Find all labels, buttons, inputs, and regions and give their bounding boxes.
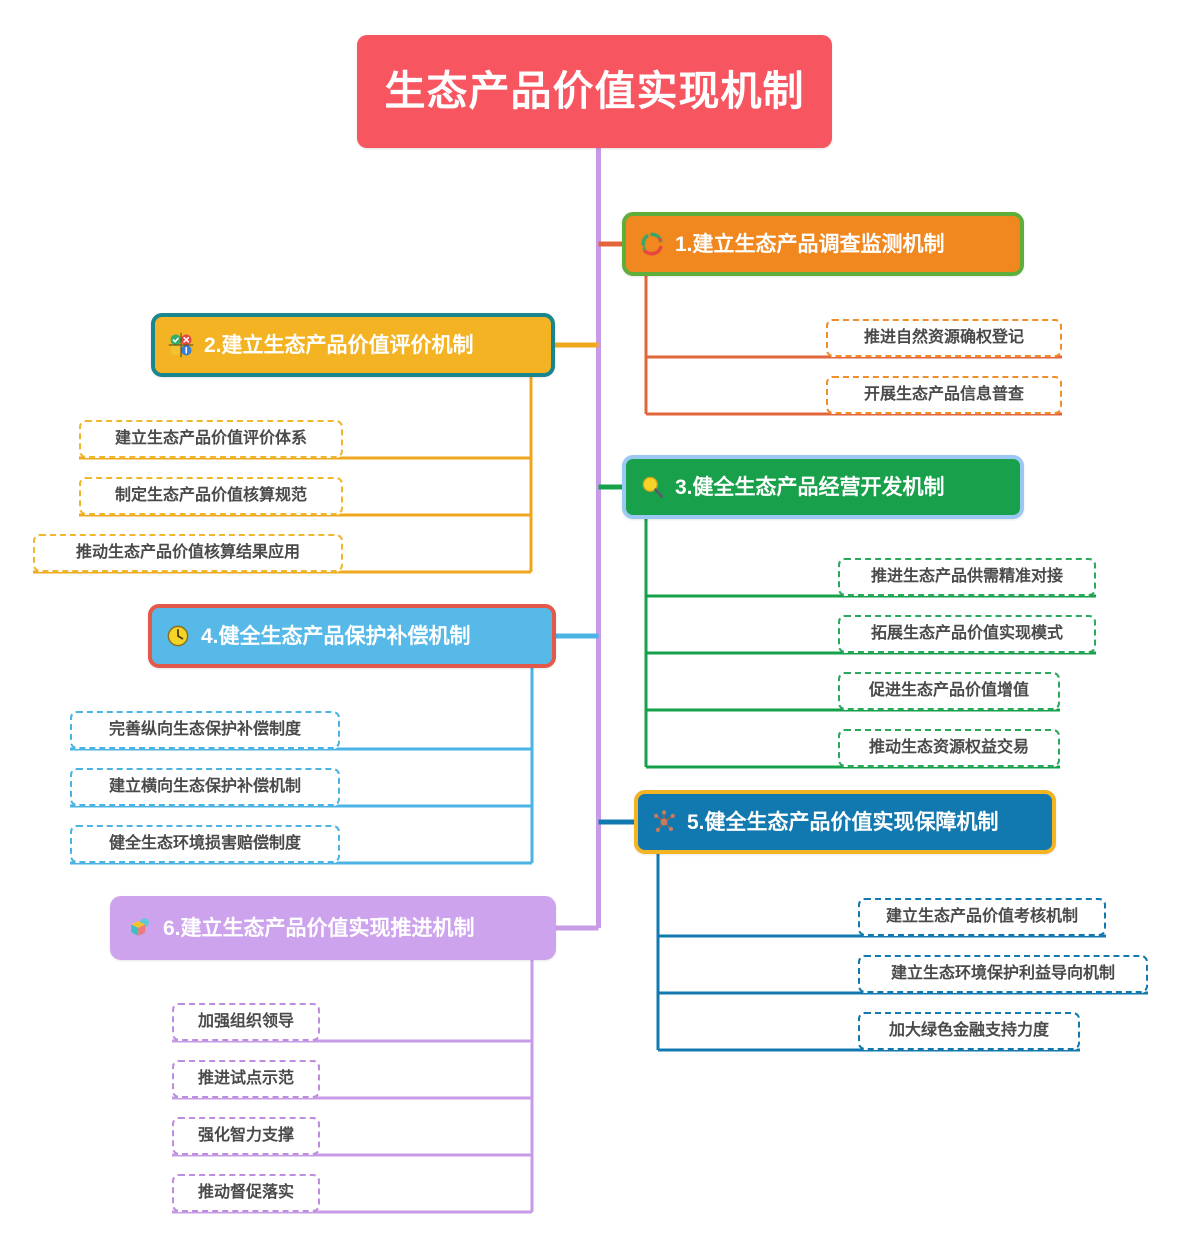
leaf-node-6-3[interactable]: 强化智力支撑: [172, 1117, 320, 1155]
leaf-label: 推动生态产品价值核算结果应用: [75, 544, 300, 561]
leaf-label: 建立生态产品价值考核机制: [885, 908, 1078, 925]
leaf-node-6-2[interactable]: 推进试点示范: [172, 1060, 320, 1098]
branch-node-4[interactable]: 4.健全生态产品保护补偿机制: [148, 604, 556, 668]
leaf-label: 建立生态环境保护利益导向机制: [890, 965, 1115, 982]
leaf-label: 推动生态资源权益交易: [868, 739, 1029, 756]
magnifier-icon: [642, 476, 663, 498]
leaf-node-5-2[interactable]: 建立生态环境保护利益导向机制: [858, 955, 1148, 993]
leaf-label: 拓展生态产品价值实现模式: [870, 625, 1063, 642]
leaf-node-2-1[interactable]: 建立生态产品价值评价体系: [79, 420, 343, 458]
leaf-node-6-4[interactable]: 推动督促落实: [172, 1174, 320, 1212]
leaf-node-2-3[interactable]: 推动生态产品价值核算结果应用: [33, 534, 343, 572]
branch-label-6: 6.建立生态产品价值实现推进机制: [163, 916, 475, 940]
clock-icon: [167, 625, 189, 647]
leaf-label: 健全生态环境损害赔偿制度: [108, 835, 301, 852]
leaf-node-5-3[interactable]: 加大绿色金融支持力度: [858, 1012, 1080, 1050]
leaf-label: 建立生态产品价值评价体系: [114, 430, 307, 447]
leaf-node-1-2[interactable]: 开展生态产品信息普查: [826, 376, 1062, 414]
branch-label-4: 4.健全生态产品保护补偿机制: [201, 624, 471, 648]
leaf-label: 推动督促落实: [197, 1184, 294, 1201]
leaf-node-3-4[interactable]: 推动生态资源权益交易: [838, 729, 1060, 767]
leaf-node-6-1[interactable]: 加强组织领导: [172, 1003, 320, 1041]
branch-label-2: 2.建立生态产品价值评价机制: [204, 333, 474, 357]
branch-node-5[interactable]: 5.健全生态产品价值实现保障机制: [634, 790, 1056, 854]
leaf-label: 促进生态产品价值增值: [868, 682, 1029, 699]
branch-node-6[interactable]: 6.建立生态产品价值实现推进机制: [110, 896, 556, 960]
leaf-label: 开展生态产品信息普查: [863, 386, 1024, 403]
recycle-icon: [641, 232, 663, 256]
branch-label-3: 3.健全生态产品经营开发机制: [675, 475, 945, 499]
branch-node-1[interactable]: 1.建立生态产品调查监测机制: [622, 212, 1024, 276]
leaf-node-3-2[interactable]: 拓展生态产品价值实现模式: [838, 615, 1096, 653]
leaf-label: 制定生态产品价值核算规范: [114, 487, 307, 504]
network-nodes-icon: [654, 810, 675, 832]
leaf-node-1-1[interactable]: 推进自然资源确权登记: [826, 319, 1062, 357]
quadrant-matrix-icon: [168, 332, 194, 358]
branch-node-2[interactable]: 2.建立生态产品价值评价机制: [151, 313, 555, 377]
branch-label-1: 1.建立生态产品调查监测机制: [675, 232, 945, 256]
branch-label-5: 5.健全生态产品价值实现保障机制: [687, 810, 999, 834]
leaf-label: 强化智力支撑: [197, 1127, 294, 1144]
leaf-node-2-2[interactable]: 制定生态产品价值核算规范: [79, 477, 343, 515]
leaf-label: 完善纵向生态保护补偿制度: [108, 721, 301, 738]
leaf-label: 加强组织领导: [197, 1013, 294, 1030]
branch-node-3[interactable]: 3.健全生态产品经营开发机制: [622, 455, 1024, 519]
root-label: 生态产品价值实现机制: [384, 68, 805, 114]
leaf-node-5-1[interactable]: 建立生态产品价值考核机制: [858, 898, 1106, 936]
leaf-node-3-1[interactable]: 推进生态产品供需精准对接: [838, 558, 1096, 596]
leaf-node-4-2[interactable]: 建立横向生态保护补偿机制: [70, 768, 340, 806]
leaf-label: 推进试点示范: [197, 1070, 294, 1087]
gift-balloon-icon: [131, 918, 149, 936]
leaf-node-3-3[interactable]: 促进生态产品价值增值: [838, 672, 1060, 710]
leaf-label: 推进生态产品供需精准对接: [870, 568, 1063, 585]
leaf-node-4-1[interactable]: 完善纵向生态保护补偿制度: [70, 711, 340, 749]
root-node[interactable]: 生态产品价值实现机制: [357, 35, 832, 148]
leaf-node-4-3[interactable]: 健全生态环境损害赔偿制度: [70, 825, 340, 863]
leaf-label: 推进自然资源确权登记: [863, 329, 1024, 346]
leaf-label: 建立横向生态保护补偿机制: [108, 778, 301, 795]
leaf-label: 加大绿色金融支持力度: [888, 1022, 1049, 1039]
